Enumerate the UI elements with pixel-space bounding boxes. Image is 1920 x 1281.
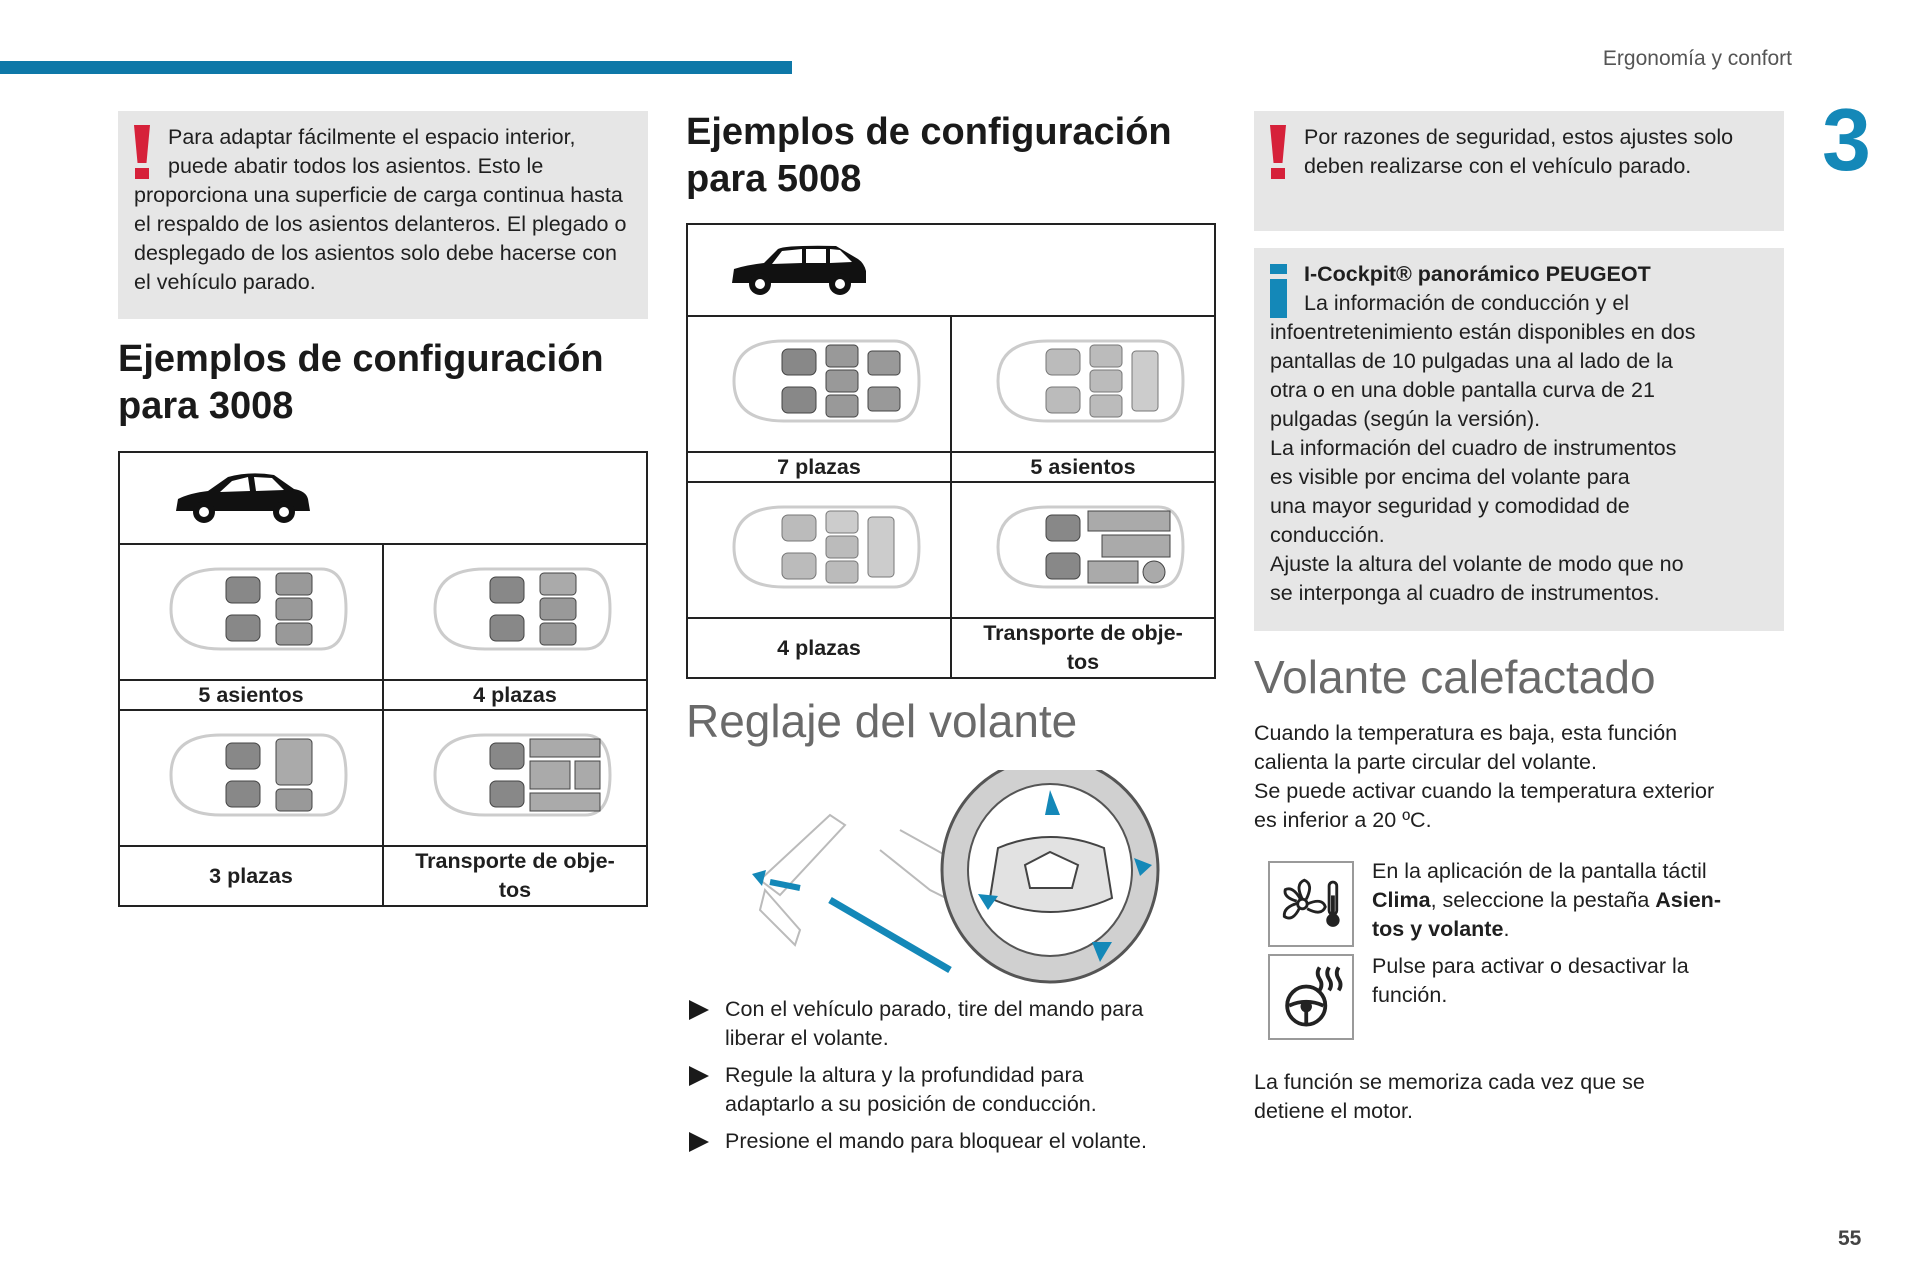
page-number: 55 <box>1838 1227 1862 1250</box>
config-label: Transporte de obje- tos <box>950 617 1216 679</box>
config-4-places-image <box>382 543 648 681</box>
config-label: 3 plazas <box>118 845 384 907</box>
seat-layout-cargo-icon <box>996 505 1185 589</box>
config-cargo-image <box>950 481 1216 619</box>
config-label: 5 asientos <box>950 451 1216 483</box>
config-5008-table: 7 plazas 5 asientos <box>686 223 1216 679</box>
config-label: 7 plazas <box>686 451 952 483</box>
config-5-seats-image <box>118 543 384 681</box>
steering-wheel-illustration <box>752 770 1160 984</box>
step-toggle: Pulse para activar o desactivar la funci… <box>1372 954 1689 1007</box>
seat-layout-4-icon <box>732 505 921 589</box>
suv-silhouette-icon <box>176 473 310 523</box>
warning-icon <box>134 123 168 181</box>
vehicle-header-cell <box>686 223 1216 317</box>
seat-layout-5-icon <box>169 567 348 651</box>
seat-folding-warning: Para adaptar fácilmente el espacio inter… <box>118 111 648 319</box>
heated-wheel-heading: Volante calefactado <box>1254 651 1656 703</box>
bullet-arrow-icon <box>689 1132 709 1152</box>
steering-adjustment-heading: Reglaje del volante <box>686 695 1078 747</box>
config-4-places-image <box>686 481 952 619</box>
config-5008-heading: Ejemplos de configuración para 5008 <box>686 111 1172 200</box>
seat-layout-4-icon <box>433 567 612 651</box>
config-label: Transporte de obje- tos <box>382 845 648 907</box>
icockpit-info: I-Cockpit® panorámico PEUGEOT La informa… <box>1254 248 1784 631</box>
info-title: I-Cockpit® panorámico PEUGEOT <box>1304 262 1651 286</box>
bullet-arrow-icon <box>689 1000 709 1020</box>
config-label: 4 plazas <box>382 679 648 711</box>
header-accent-bar <box>0 61 792 74</box>
config-3008-table: 5 asientos 4 plazas 3 pl <box>118 451 648 907</box>
steering-step-3: Presione el mando para bloquear el volan… <box>689 1127 1219 1156</box>
config-label: 4 plazas <box>686 617 952 679</box>
seat-layout-5-icon <box>996 339 1185 423</box>
safety-warning: Por razones de seguridad, estos ajustes … <box>1254 111 1784 231</box>
vehicle-header-cell <box>118 451 648 545</box>
step-select-tab: En la aplicación de la pantalla táctil C… <box>1372 859 1721 941</box>
config-3008-heading: Ejemplos de configuración para 3008 <box>118 338 604 427</box>
suv-large-silhouette-icon <box>732 245 866 295</box>
steering-step-1: Con el vehículo parado, tire del mando p… <box>689 995 1219 1053</box>
warning-text: Para adaptar fácilmente el espacio inter… <box>134 125 627 294</box>
seat-layout-7-icon <box>732 339 921 423</box>
heated-steering-wheel-icon <box>1268 954 1354 1040</box>
config-label: 5 asientos <box>118 679 384 711</box>
heated-wheel-intro: Cuando la temperatura es baja, esta func… <box>1254 721 1715 832</box>
steering-step-2: Regule la altura y la profundidad para a… <box>689 1061 1219 1119</box>
warning-text: Por razones de seguridad, estos ajustes … <box>1304 125 1734 178</box>
fan-thermometer-icon <box>1268 861 1354 947</box>
section-title: Ergonomía y confort <box>1602 47 1792 70</box>
seat-layout-3-icon <box>169 733 348 817</box>
memory-note: La función se memoriza cada vez que se d… <box>1254 1070 1645 1123</box>
chapter-number: 3 <box>1822 90 1871 189</box>
config-3-places-image <box>118 709 384 847</box>
config-7-places-image <box>686 315 952 453</box>
seat-layout-cargo-icon <box>433 733 612 817</box>
config-cargo-image <box>382 709 648 847</box>
info-icon <box>1270 260 1304 318</box>
warning-icon <box>1270 123 1304 181</box>
config-5-seats-image <box>950 315 1216 453</box>
bullet-arrow-icon <box>689 1066 709 1086</box>
